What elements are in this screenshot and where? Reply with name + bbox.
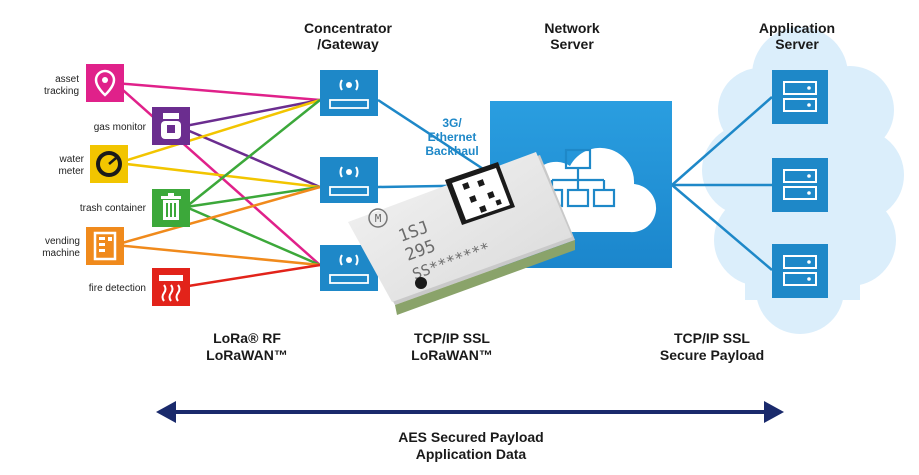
device-label-trash-container: trash container [80,203,147,214]
svg-text:M: M [375,212,382,225]
fire-detector-icon [152,268,190,306]
server-icon [772,244,828,298]
gas-monitor-icon [152,107,190,145]
double-arrow-icon [156,401,784,423]
vending-machine-icon [86,227,124,265]
datamatrix-code [445,162,515,225]
rf-links [114,81,321,289]
device-label-fire-detection: fire detection [89,283,146,294]
gateway-icon [320,70,378,116]
server-icon [772,158,828,212]
device-label-gas-monitor: gas monitor [94,122,147,133]
header-gateway: Concentrator/Gateway [304,20,392,52]
gauge-icon [90,145,128,183]
server-icon [772,70,828,124]
lora-module-chip: M 1SJ 295 SS******* [348,152,575,315]
location-pin-icon [86,64,124,102]
gateway-icon [320,157,378,203]
trash-icon [152,189,190,227]
app-links [671,96,773,271]
chip-logo: M [368,208,388,228]
